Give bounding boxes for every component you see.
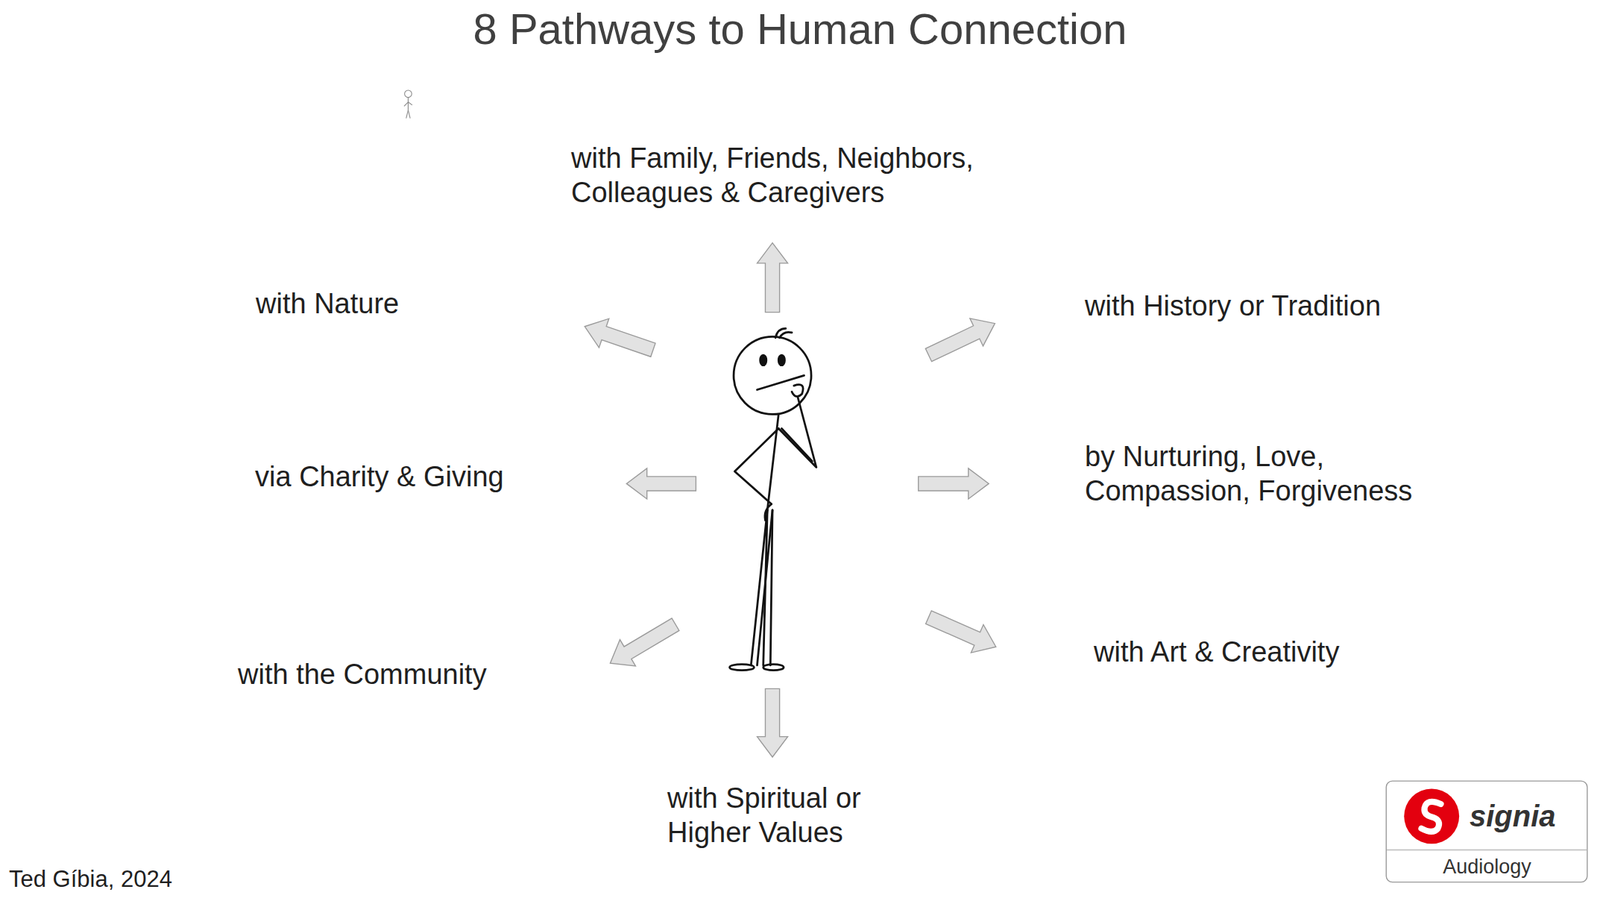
block-arrow	[626, 468, 696, 499]
pathway-label: with Art & Creativity	[1093, 635, 1340, 670]
pathway-label: with the Community	[237, 657, 487, 692]
title: 8 Pathways to Human Connection	[0, 2, 1600, 56]
pathway-label: with History or Tradition	[1084, 289, 1381, 324]
small-figure	[404, 90, 413, 119]
block-arrow	[918, 468, 989, 499]
author-credit: Ted Gíbia, 2024	[8, 864, 173, 893]
logo-subtitle: Audiology	[1386, 854, 1589, 879]
block-arrow	[926, 610, 997, 653]
block-arrow	[609, 618, 679, 666]
pathway-label: via Charity & Giving	[254, 460, 505, 495]
block-arrow	[584, 318, 656, 357]
logo-wordmark: signia	[1469, 797, 1557, 834]
block-arrow	[757, 243, 789, 313]
block-arrow	[925, 318, 995, 362]
pathway-label: with Spiritual or Higher Values	[667, 781, 921, 850]
pathway-label: with Family, Friends, Neighbors, Colleag…	[571, 141, 1064, 210]
stick-figure	[729, 328, 817, 670]
pathway-label: with Nature	[255, 287, 399, 322]
block-arrows	[584, 243, 997, 757]
block-arrow	[757, 688, 789, 757]
pathway-label: by Nurturing, Love, Compassion, Forgiven…	[1084, 439, 1443, 508]
